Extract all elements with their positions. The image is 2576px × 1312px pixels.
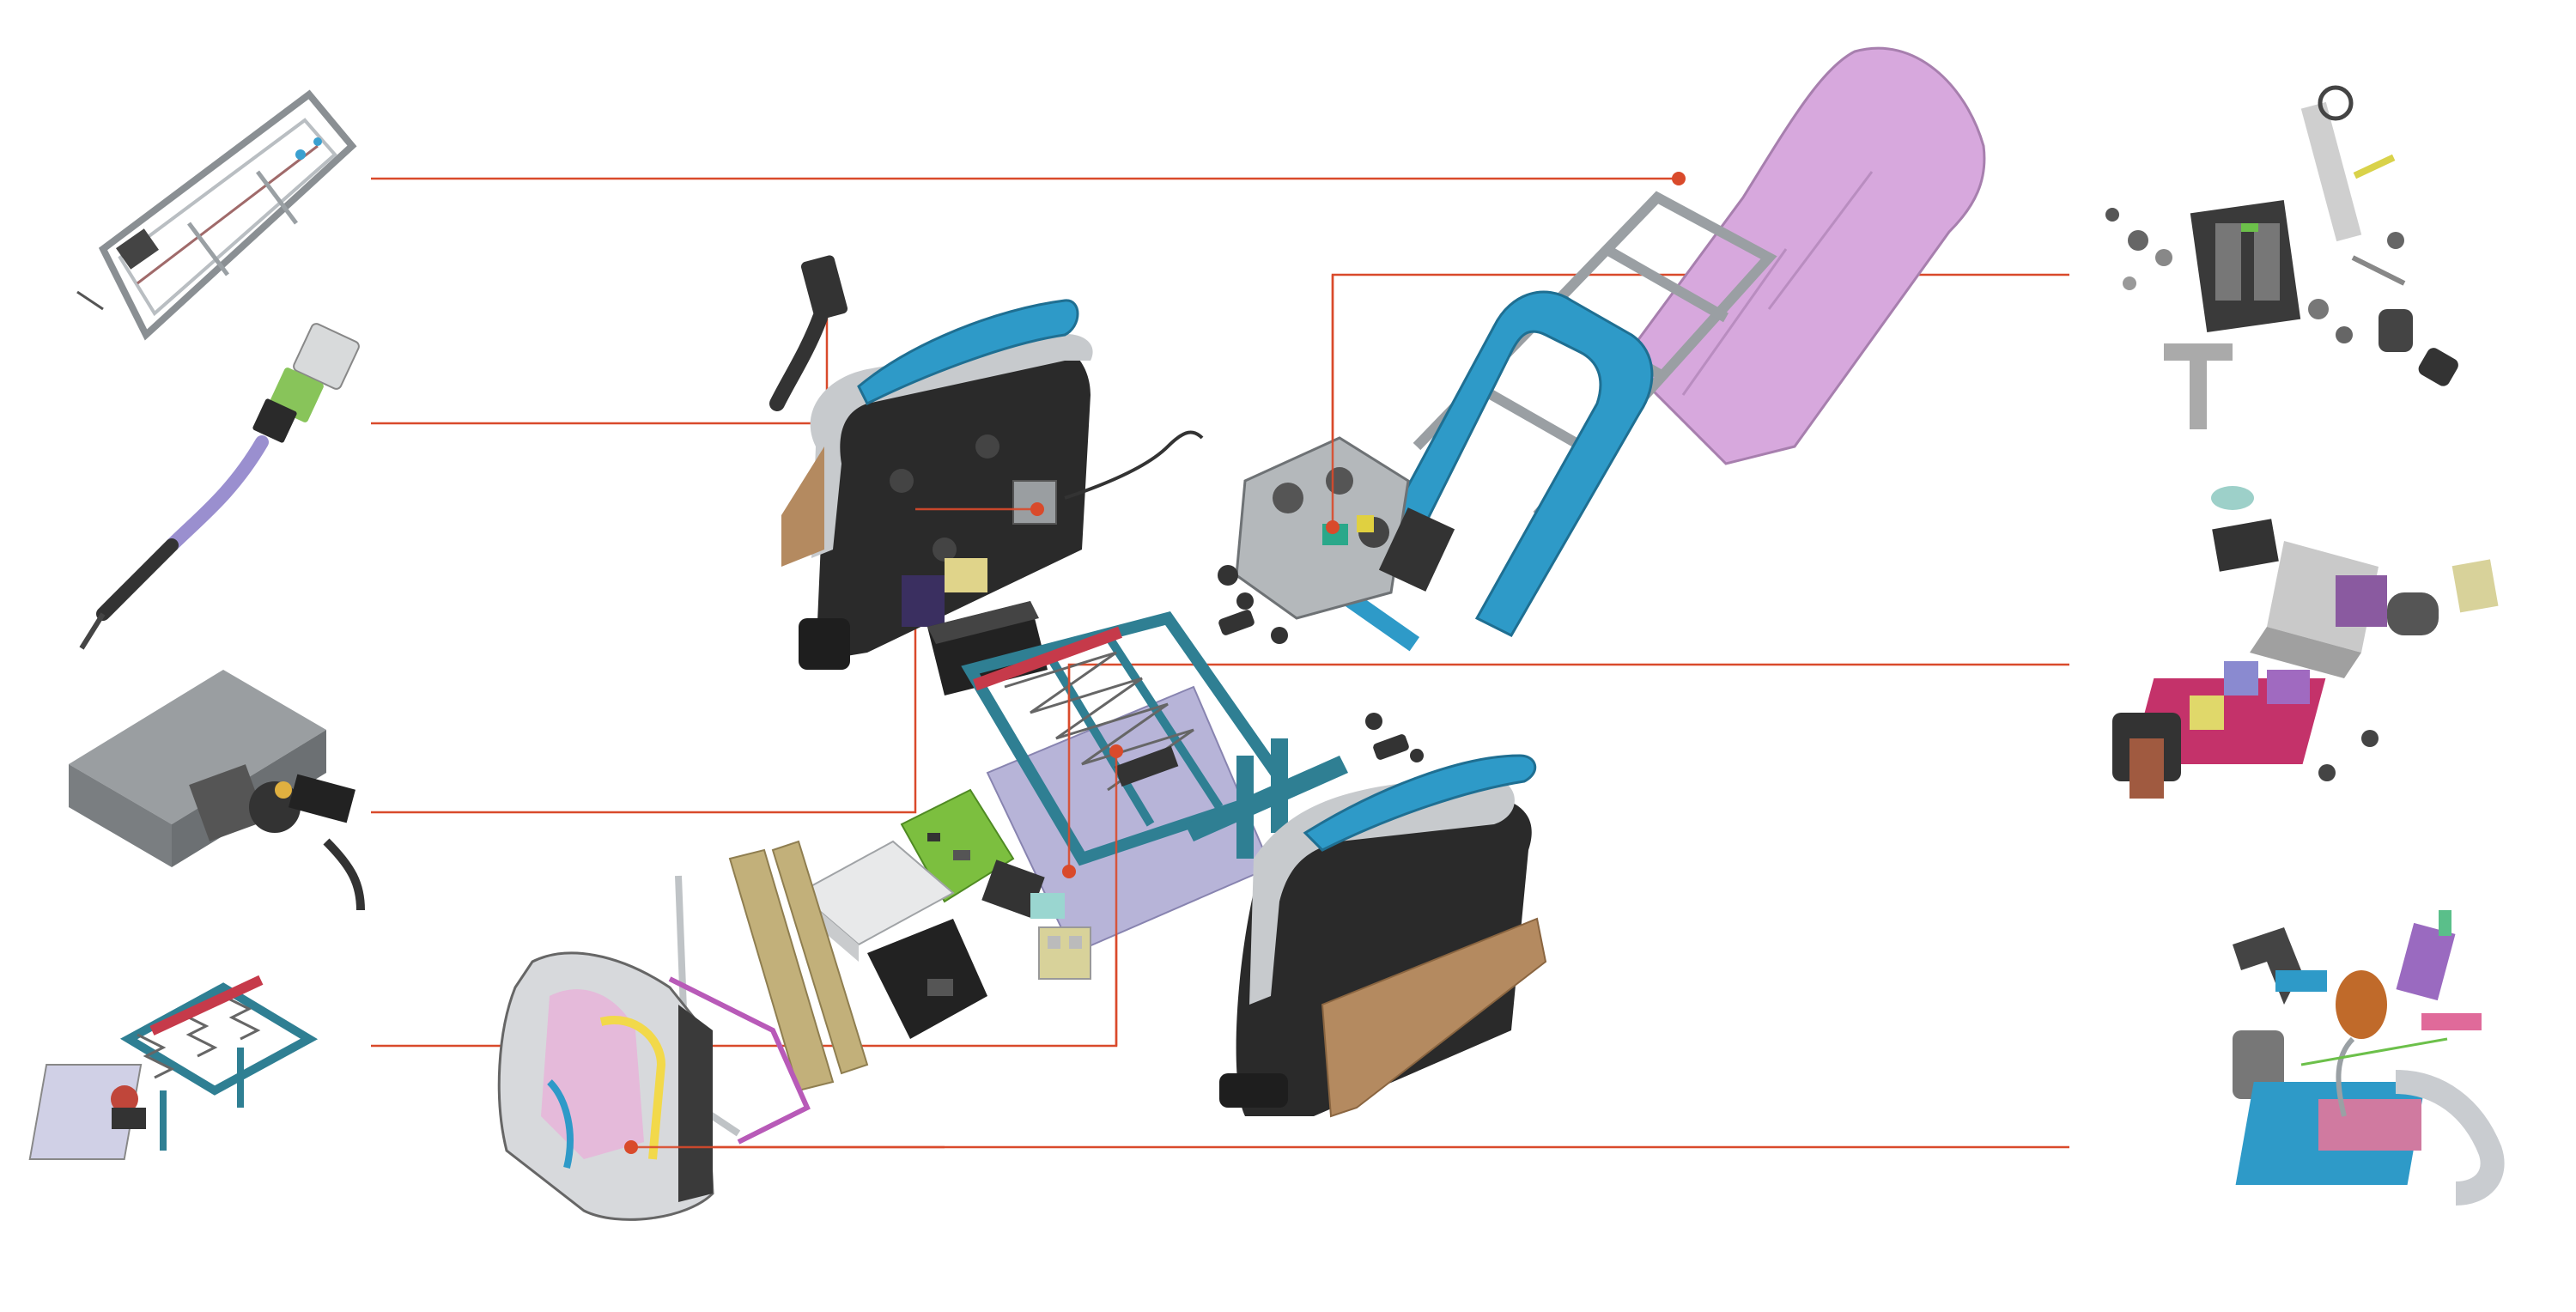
leader-dots-overlay xyxy=(624,502,1340,1154)
actuator-unit-icon xyxy=(2112,486,2499,799)
leader-line-cable-harness xyxy=(371,294,829,425)
loose-hardware xyxy=(1218,565,1424,762)
seat-spring-frame-icon xyxy=(28,975,319,1160)
leader-dot xyxy=(1062,865,1076,878)
rail-frame-subassembly-icon xyxy=(76,89,357,341)
leader-dot xyxy=(1030,502,1044,516)
leader-dot xyxy=(1109,744,1123,758)
cable-harness-icon xyxy=(79,323,360,650)
leader-dot xyxy=(1672,172,1686,185)
leader-dot xyxy=(624,1140,638,1154)
leader-dot xyxy=(1326,520,1340,534)
spring-seat-frame xyxy=(961,610,1348,955)
side-panel-right xyxy=(1219,781,1547,1118)
motor-housing-icon xyxy=(69,670,365,911)
power-cable xyxy=(1064,430,1204,500)
gear-block xyxy=(1235,436,1455,620)
leader-lines-overlay xyxy=(631,275,1334,1149)
handle-remote xyxy=(769,255,848,411)
seat-cushion xyxy=(497,951,714,1221)
seat-mechanism-icon xyxy=(2233,910,2505,1206)
armrest-left xyxy=(857,299,1079,406)
connector-cluster xyxy=(1038,926,1091,980)
mechanism-exploded-parts-icon xyxy=(2105,85,2458,429)
lavender-leg-cover xyxy=(1621,46,1986,465)
small-actuator xyxy=(902,480,1057,627)
armrest-right xyxy=(1303,754,1536,852)
